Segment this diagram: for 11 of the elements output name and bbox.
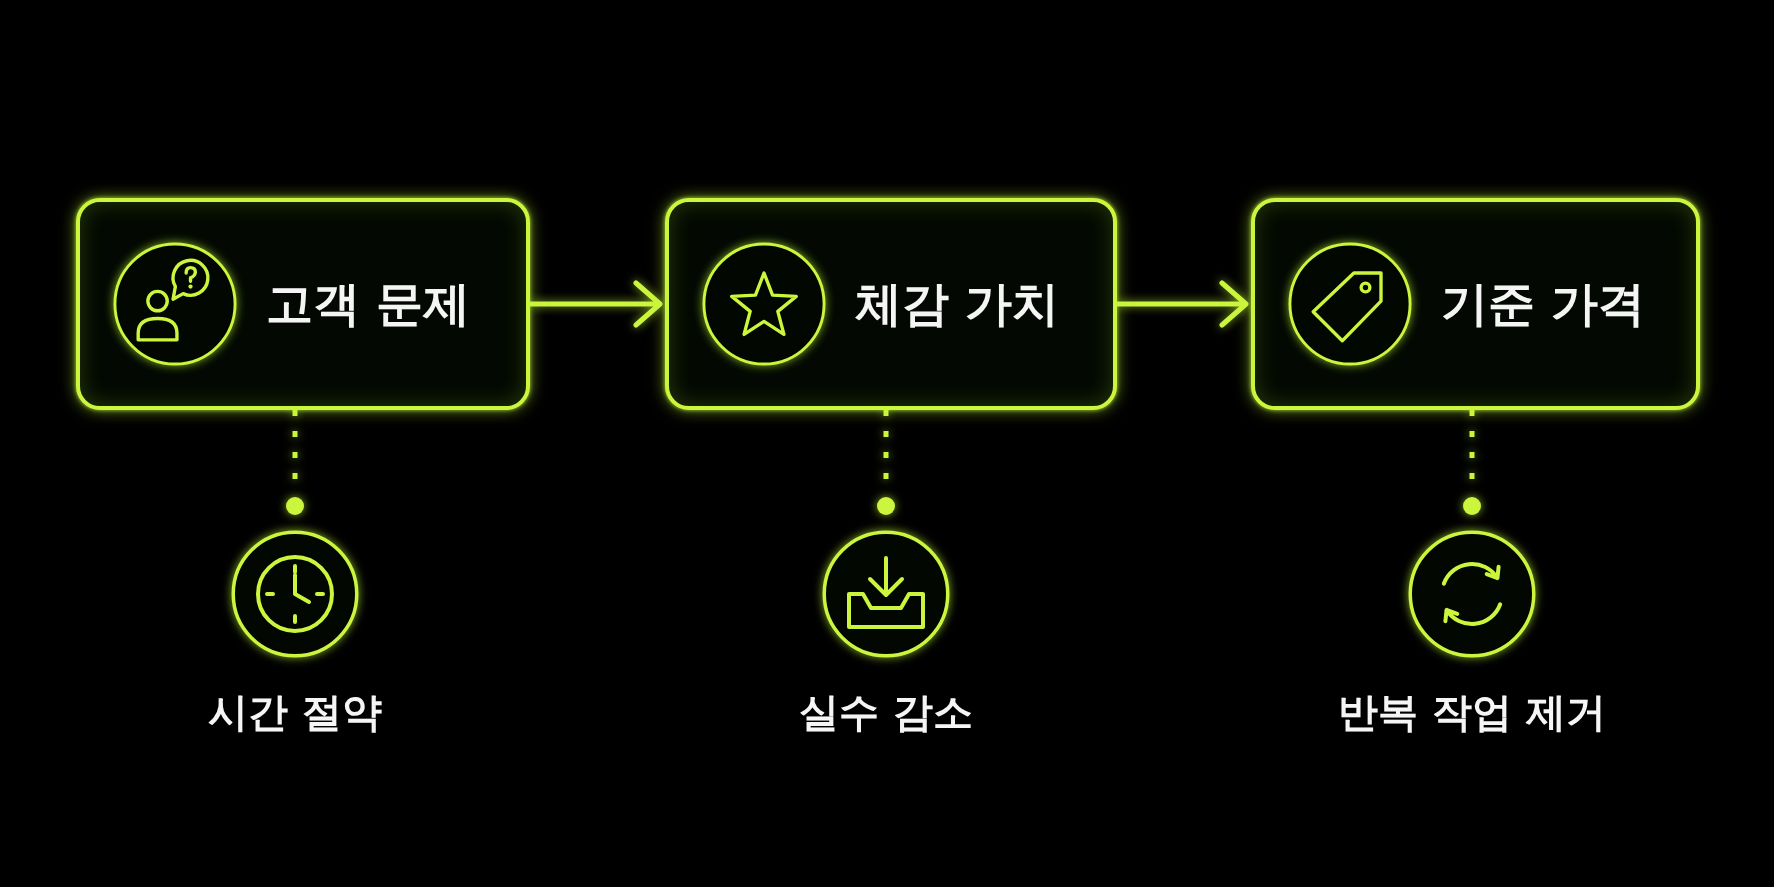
process-box [76, 198, 530, 410]
process-box [1251, 198, 1700, 410]
node-label: 실수 감소 [799, 688, 973, 736]
box-title: 기준 가격 [1441, 276, 1646, 332]
arrow [1117, 280, 1249, 328]
box-title: 체감 가치 [855, 276, 1060, 332]
box-title: 고객 문제 [266, 276, 471, 332]
node-label: 시간 절약 [208, 688, 382, 736]
process-box [665, 198, 1117, 410]
node-label: 반복 작업 제거 [1338, 688, 1606, 736]
arrow [530, 280, 663, 328]
